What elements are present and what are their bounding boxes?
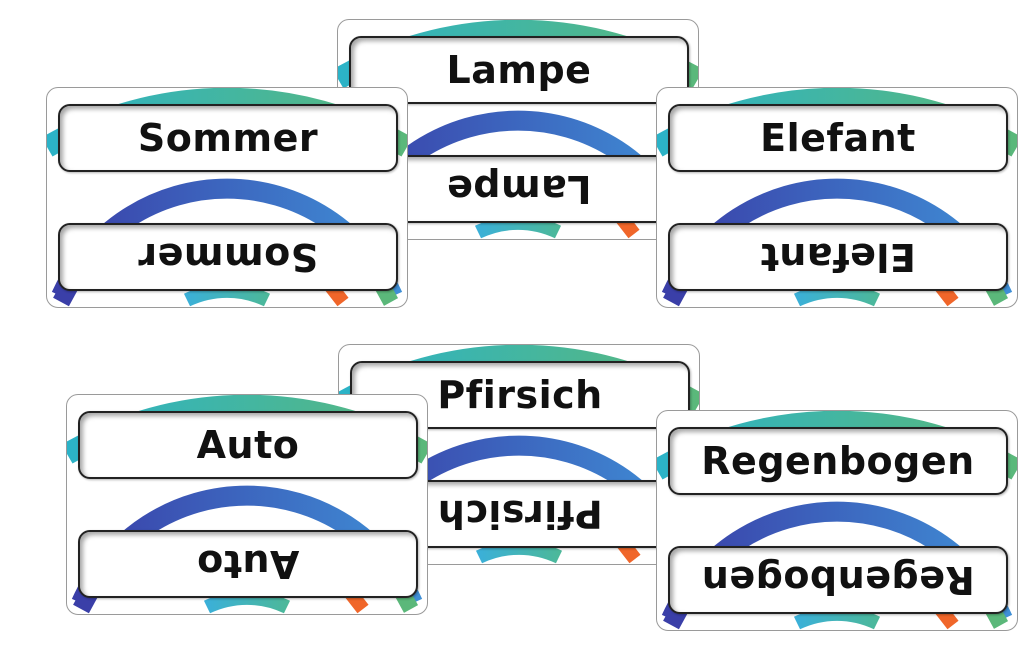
word-label: Auto xyxy=(78,411,418,479)
word-label: Elefant xyxy=(668,104,1008,172)
word-card-auto: Auto Auto xyxy=(66,394,428,615)
word-card-regenbogen: Regenbogen Regenbogen xyxy=(656,410,1018,631)
word-label-upside-down: Elefant xyxy=(668,223,1008,291)
word-label: Sommer xyxy=(58,104,398,172)
word-label: Regenbogen xyxy=(668,427,1008,495)
word-label-upside-down: Auto xyxy=(78,530,418,598)
word-label-upside-down: Sommer xyxy=(58,223,398,291)
word-card-sommer: Sommer Sommer xyxy=(46,87,408,308)
word-card-elefant: Elefant Elefant xyxy=(656,87,1018,308)
word-label-upside-down: Regenbogen xyxy=(668,546,1008,614)
